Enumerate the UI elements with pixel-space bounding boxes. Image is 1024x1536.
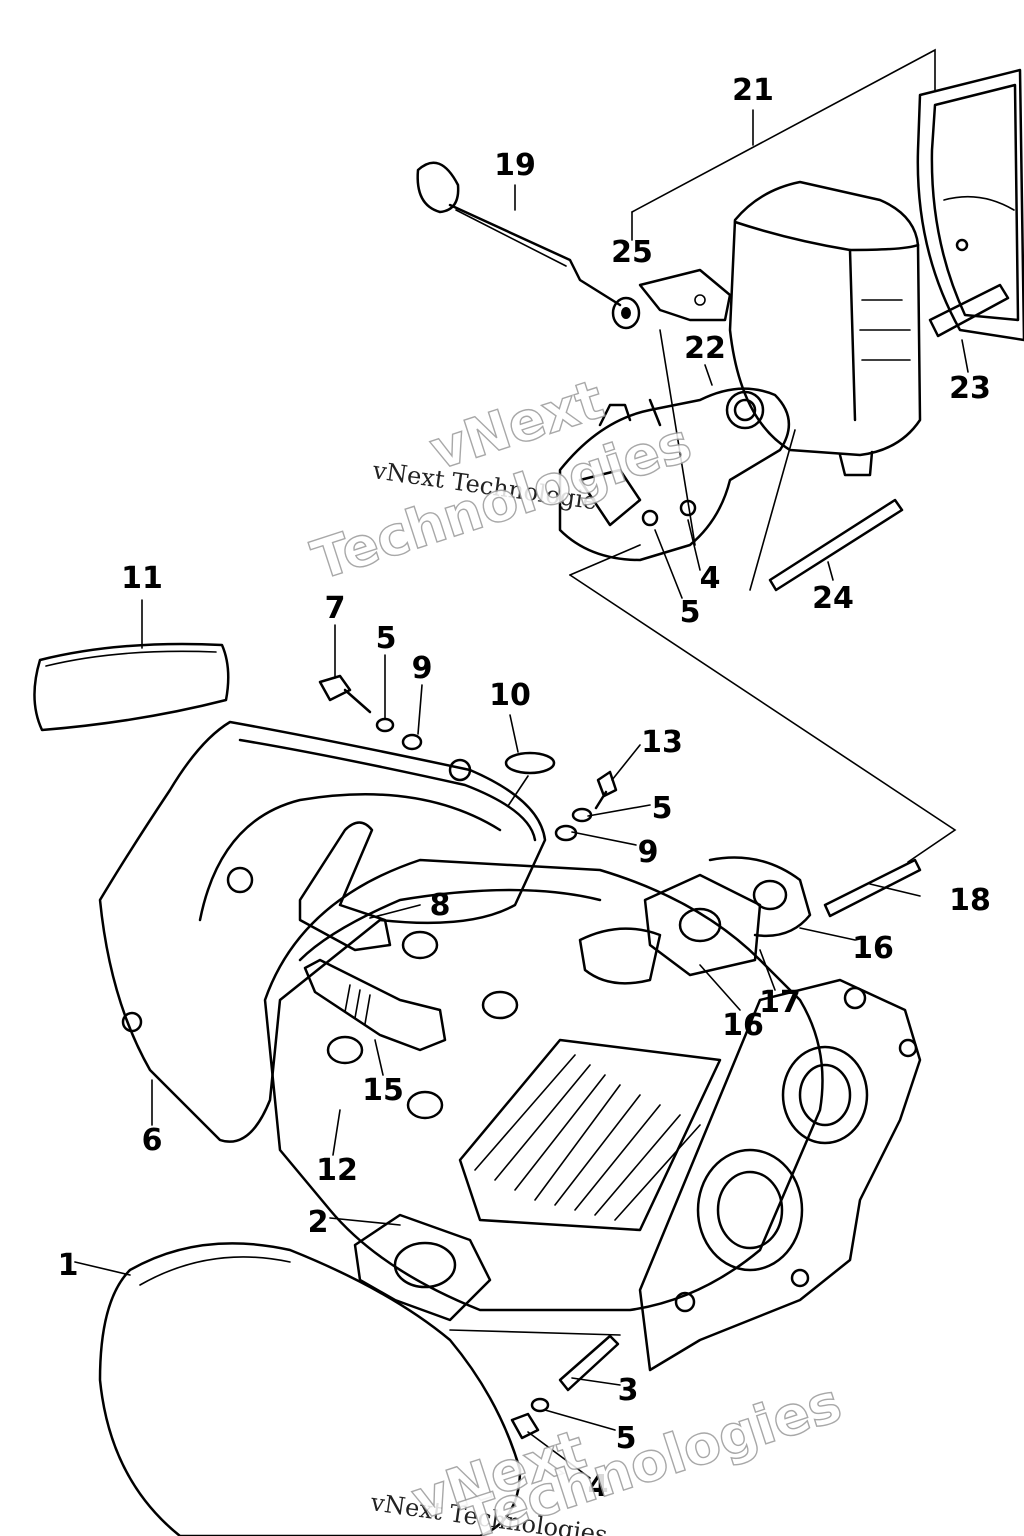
callout-1: 1: [58, 1248, 79, 1283]
callout-12: 12: [316, 1153, 358, 1188]
leader-lines: [74, 48, 969, 1479]
callout-5-top: 5: [680, 595, 701, 630]
engine-block: [98, 674, 922, 1372]
callout-17: 17: [759, 985, 801, 1020]
callout-6: 6: [142, 1123, 163, 1158]
callout-16-left: 16: [722, 1008, 764, 1043]
callout-24: 24: [812, 581, 854, 616]
callout-7: 7: [325, 591, 346, 626]
part-21-air-cleaner: [416, 68, 1024, 775]
callout-18: 18: [949, 883, 991, 918]
callout-3: 3: [618, 1373, 639, 1408]
callout-9-mid: 9: [638, 835, 659, 870]
callout-16-right: 16: [852, 931, 894, 966]
part-11-plate: [33, 642, 230, 732]
callout-23: 23: [949, 371, 991, 406]
callout-labels: 21 19 25 22 23 4 5 24 11 7 5 9 10 13 5 9…: [58, 73, 991, 1504]
part-1-cover: [98, 1242, 522, 1536]
callout-25: 25: [611, 235, 653, 270]
callout-2: 2: [308, 1205, 329, 1240]
callout-21: 21: [732, 73, 774, 108]
callout-4-bottom: 4: [588, 1469, 609, 1504]
callout-19: 19: [494, 148, 536, 183]
callout-10: 10: [489, 678, 531, 713]
callout-5-mid: 5: [652, 791, 673, 826]
callout-5-bottom: 5: [616, 1421, 637, 1456]
callout-11: 11: [121, 561, 163, 596]
callout-5-left: 5: [376, 621, 397, 656]
callout-8: 8: [430, 888, 451, 923]
callout-13: 13: [641, 725, 683, 760]
callout-4-top: 4: [700, 561, 721, 596]
callout-9-left: 9: [412, 651, 433, 686]
callout-22: 22: [684, 331, 726, 366]
part-2-gasket: [353, 1213, 620, 1440]
callout-15: 15: [362, 1073, 404, 1108]
